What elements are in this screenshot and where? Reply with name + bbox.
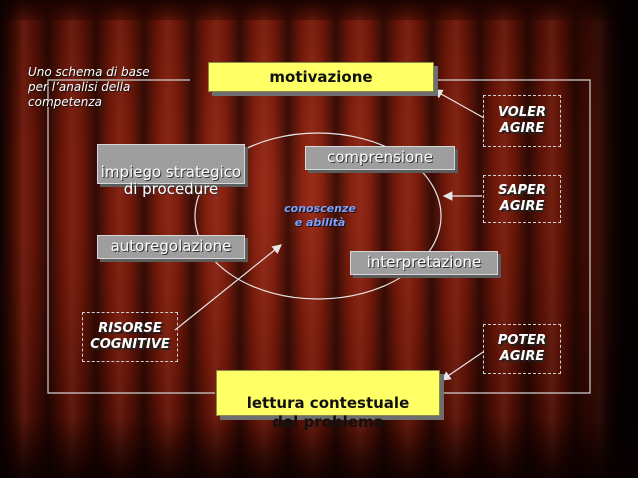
stage-floor xyxy=(0,418,638,478)
node-interpretazione-text: interpretazione xyxy=(366,253,482,271)
saper-agire-box: SAPER AGIRE xyxy=(483,175,561,223)
frame-line xyxy=(47,79,215,394)
arrow-voler xyxy=(432,89,485,119)
arrow-poter xyxy=(441,351,484,381)
node-comprensione-text: comprensione xyxy=(326,148,434,166)
saper-agire-text: SAPER AGIRE xyxy=(498,183,546,214)
voler-agire-box: VOLER AGIRE xyxy=(483,95,561,147)
voler-agire-text: VOLER AGIRE xyxy=(497,105,547,136)
node-impiego-text: impiego strategico di procedure xyxy=(100,163,242,198)
motivazione-box: motivazione xyxy=(208,62,434,92)
risorse-cognitive-box: RISORSE COGNITIVE xyxy=(82,312,178,362)
lettura-contestuale-box: lettura contestuale del problema xyxy=(216,370,440,431)
lettura-contestuale-text: lettura contestuale del problema xyxy=(246,394,410,431)
risorse-cognitive-text: RISORSE COGNITIVE xyxy=(90,321,170,352)
node-interpretazione: interpretazione xyxy=(350,251,498,275)
motivazione-text: motivazione xyxy=(269,68,373,86)
node-comprensione: comprensione xyxy=(305,146,455,170)
conoscenze-label: conoscenze e abilità xyxy=(284,202,356,229)
poter-agire-box: POTER AGIRE xyxy=(483,324,561,374)
poter-agire-text: POTER AGIRE xyxy=(497,333,547,364)
node-impiego-strategico: impiego strategico di procedure xyxy=(97,144,245,198)
intro-label: Uno schema di base per l’analisi della c… xyxy=(28,65,150,109)
competence-ellipse xyxy=(194,132,442,300)
arrow-risorse xyxy=(174,244,282,331)
node-autoregolazione: autoregolazione xyxy=(97,235,245,259)
frame-line-right xyxy=(432,79,591,394)
curtain-left xyxy=(0,0,22,478)
curtain-top xyxy=(0,0,638,20)
node-autoregolazione-text: autoregolazione xyxy=(110,237,232,255)
